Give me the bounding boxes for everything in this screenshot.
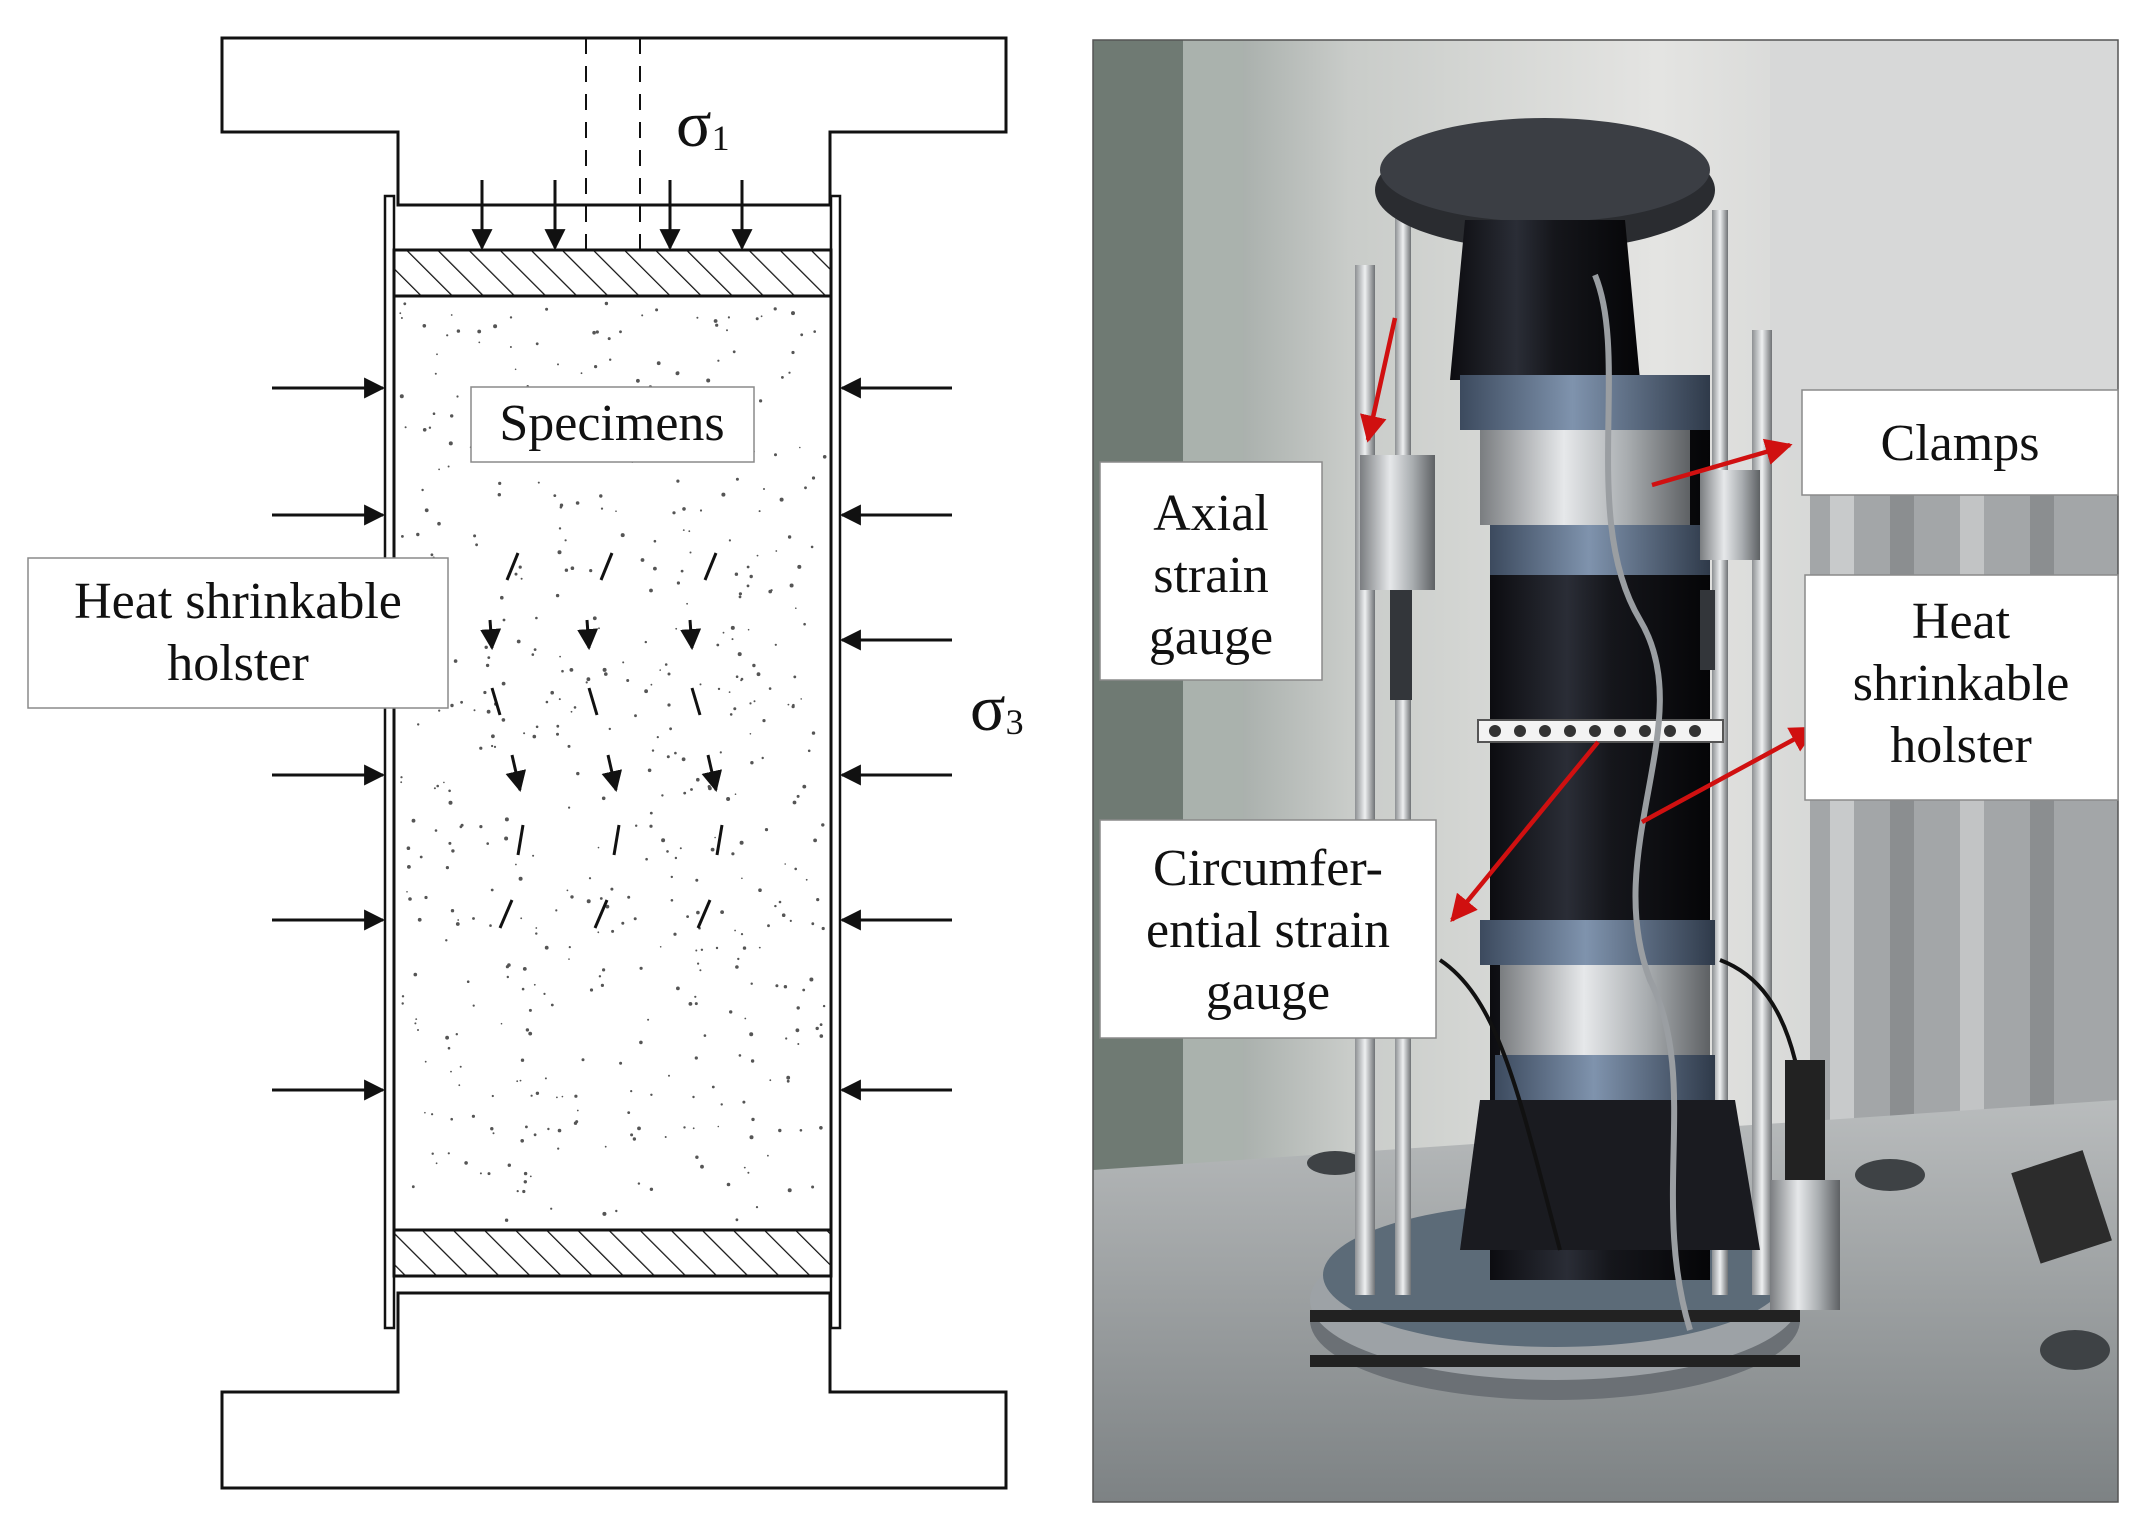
top-end-cap — [392, 248, 833, 298]
svg-text:ential strain: ential strain — [1146, 902, 1390, 959]
axial-stress-arrows — [471, 180, 753, 251]
circumferential-strain-gauge-label: Circumfer- ential strain gauge — [1099, 819, 1437, 1039]
confining-stress-arrows-left — [272, 377, 386, 1101]
svg-text:Clamps: Clamps — [1881, 415, 2040, 472]
specimen-grain-dots — [399, 301, 827, 1222]
svg-text:gauge: gauge — [1206, 964, 1330, 1021]
svg-text:σ3: σ3 — [970, 672, 1024, 745]
clamp-band-upper — [1480, 430, 1690, 525]
heat-shrinkable-holster-label: Heat shrinkable holster — [1804, 574, 2119, 801]
crack-marks — [480, 552, 724, 929]
svg-text:Circumfer-: Circumfer- — [1153, 840, 1383, 897]
bottom-loading-platen — [220, 1291, 1008, 1490]
confining-stress-arrows-right — [839, 377, 952, 1101]
specimens-label-text: Specimens — [499, 395, 724, 452]
clamps-label: Clamps — [1801, 389, 2119, 496]
sigma3-label: σ3 — [970, 672, 1024, 745]
svg-text:Axial: Axial — [1153, 485, 1269, 542]
clamp-band-lower — [1500, 965, 1710, 1055]
sigma1-label: σ1 — [676, 88, 730, 161]
schematic-diagram: σ1 σ3 Specimens Heat shrinkable holster — [27, 36, 1024, 1490]
svg-text:gauge: gauge — [1149, 609, 1273, 666]
holster-label: Heat shrinkable holster — [27, 557, 449, 709]
test-apparatus-photo: Axial strain gauge Clamps Heat shrinkabl… — [1092, 39, 2119, 1503]
svg-text:Heat: Heat — [1912, 593, 2011, 650]
bottom-end-cap — [392, 1228, 833, 1278]
svg-text:shrinkable: shrinkable — [1853, 655, 2070, 712]
annotation-arrows — [1360, 317, 1818, 923]
axial-strain-gauge-label: Axial strain gauge — [1099, 461, 1323, 681]
svg-text:strain: strain — [1153, 547, 1269, 604]
svg-text:σ1: σ1 — [676, 88, 730, 161]
top-loading-platen — [220, 36, 1008, 207]
holster-label-line2: holster — [167, 635, 309, 692]
specimens-label: Specimens — [470, 386, 755, 463]
holster-label-line1: Heat shrinkable — [74, 573, 402, 630]
support-rod-right — [1752, 330, 1772, 1295]
svg-text:holster: holster — [1890, 717, 2032, 774]
